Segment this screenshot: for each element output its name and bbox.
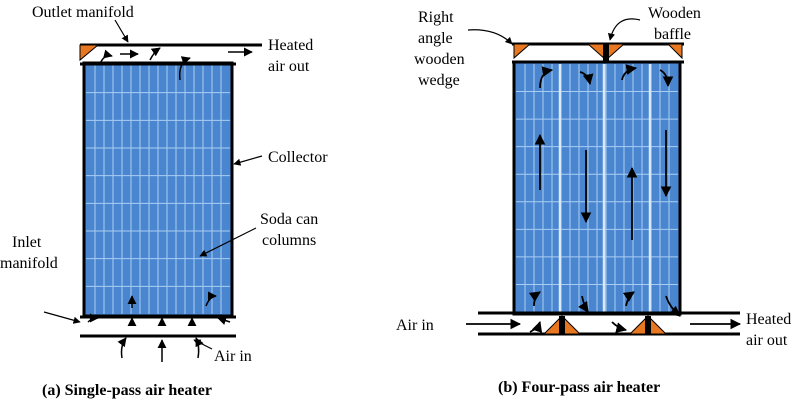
caption-a: (a) Single-pass air heater bbox=[42, 382, 212, 399]
wedge-icon bbox=[79, 44, 100, 62]
leader-inlet bbox=[43, 311, 81, 324]
label-inlet-manifold-1: Inlet bbox=[12, 234, 42, 251]
label-heated-air-out-b-1: Heated bbox=[746, 311, 791, 328]
outlet-manifold-a bbox=[79, 43, 262, 66]
soda-can-columns-a bbox=[86, 65, 230, 314]
pass-dividers bbox=[558, 64, 652, 312]
top-manifold-b bbox=[512, 42, 684, 64]
leader-air-in-a bbox=[193, 339, 213, 350]
label-air-in-a: Air in bbox=[214, 348, 252, 365]
label-outlet-manifold: Outlet manifold bbox=[32, 4, 134, 21]
label-collector: Collector bbox=[268, 149, 328, 166]
label-heated-air-out-b-2: air out bbox=[746, 332, 788, 349]
label-heated-air-out-a-2: air out bbox=[268, 58, 310, 75]
leader-collector bbox=[233, 155, 263, 166]
bottom-manifold-b bbox=[478, 311, 740, 336]
label-baffle-2: baffle bbox=[654, 26, 691, 43]
leader-soda-can bbox=[199, 227, 257, 257]
arrow-icon bbox=[466, 64, 742, 333]
label-wedge-4: wedge bbox=[418, 72, 460, 89]
label-baffle-1: Wooden bbox=[648, 5, 701, 22]
label-wedge-3: wooden bbox=[414, 51, 465, 68]
arrow-icon bbox=[87, 47, 253, 362]
wedge-icon bbox=[513, 43, 532, 60]
label-heated-air-out-a-1: Heated bbox=[268, 37, 313, 54]
label-air-in-b: Air in bbox=[396, 317, 434, 334]
label-soda-can-1: Soda can bbox=[260, 211, 318, 228]
label-wedge-2: angle bbox=[418, 30, 453, 47]
caption-b: (b) Four-pass air heater bbox=[498, 379, 660, 396]
label-wedge-1: Right bbox=[418, 9, 454, 26]
leader-baffle bbox=[607, 18, 641, 41]
label-inlet-manifold-2: manifold bbox=[0, 255, 58, 272]
leader-wedge bbox=[467, 29, 513, 45]
single-pass-heater: Outlet manifold Heated air out Collector… bbox=[0, 4, 328, 399]
wedge-icon bbox=[666, 43, 683, 60]
leader-outlet bbox=[114, 19, 129, 43]
label-soda-can-2: columns bbox=[262, 232, 316, 249]
four-pass-heater: Right angle wooden wedge Wooden baffle A… bbox=[396, 5, 791, 396]
inlet-manifold-a bbox=[80, 315, 236, 338]
